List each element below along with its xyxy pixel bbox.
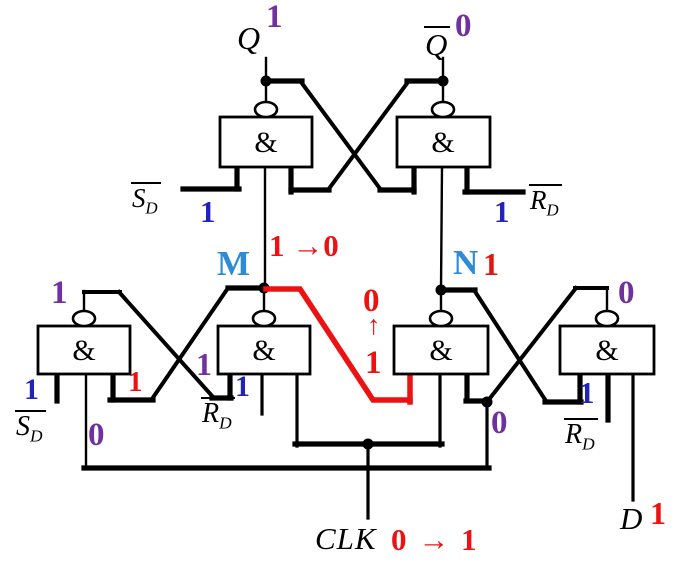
n-value: 1 [483,246,499,282]
gate4-output-value: 0 [618,275,635,311]
gate-4: & [558,309,656,376]
sd-bottom-label: SD [15,410,46,445]
clk-label: CLK [315,521,377,556]
sd-top-label: SD [131,182,161,217]
q-output-wires [260,56,417,195]
rd-bottom-right-value: 1 [579,375,595,410]
n-junction-dot [435,284,447,296]
sd-bottom-value: 1 [24,373,39,406]
qbar-output-wires [288,56,449,195]
gate-3: & [392,309,490,376]
gate4-output-wires [463,285,609,470]
inverter-bubble [430,100,456,119]
q-value: 1 [266,0,283,35]
gate-qbar: & [395,100,492,169]
clk-junction-dot [362,438,374,450]
m-transition: 1 →0 [269,228,339,263]
clk-rail [292,372,445,520]
qbar-junction-dot [437,75,449,87]
d-input-label: D [620,501,643,536]
gate4-output-junction-dot [481,396,493,408]
and-symbol: & [72,334,95,367]
and-symbol: & [431,126,454,159]
clk-transition: 0 → 1 [391,522,479,557]
rd-bottom-right-label: RD [564,418,598,453]
and-symbol: & [595,334,618,367]
gate1-output-value: 1 [51,275,68,311]
inverter-bubble [428,309,454,328]
q-junction-dot [260,75,272,87]
rd-top-value: 1 [494,194,510,229]
gate3-input-new-value: 0 [363,283,380,319]
gate1-m-input-value: 1 [128,366,143,398]
d-input-value: 1 [650,495,666,531]
rd-bottom-left-value: 1 [235,370,250,403]
gate2-input-value: 1 [196,346,212,382]
gate-q: & [218,100,314,169]
gate4-output-node-value: 0 [491,405,508,441]
inverter-bubble [251,309,277,328]
n-node-wires [435,284,584,405]
inverter-bubble [71,309,97,328]
and-symbol: & [429,334,452,367]
gate-1: & [36,309,132,376]
gate3-input-old-value: 1 [365,345,382,381]
rd-top-wire [462,164,526,195]
n-node-label: N [453,243,479,282]
gate-2: & [216,309,312,376]
sd-top-wire [180,164,242,192]
qbar-label: Q [424,26,451,60]
and-symbol: & [254,126,277,159]
sd-top-value: 1 [200,194,216,229]
rd-top-label: RD [529,184,562,219]
red-highlight-path [263,286,413,405]
qbar-value: 0 [455,8,472,44]
n-to-gate-qbar-wire [439,165,444,292]
inverter-bubble [594,309,620,328]
feedback-rail [81,373,492,471]
gate1-feedback-value: 0 [88,417,105,453]
inverter-bubble [253,100,279,119]
and-symbol: & [252,334,275,367]
m-node-wires [107,282,270,403]
m-node-label: M [217,244,251,283]
q-label: Q [237,20,261,56]
rd-bottom-left-label: RD [201,397,235,432]
up-arrow: ↑ [367,310,381,340]
